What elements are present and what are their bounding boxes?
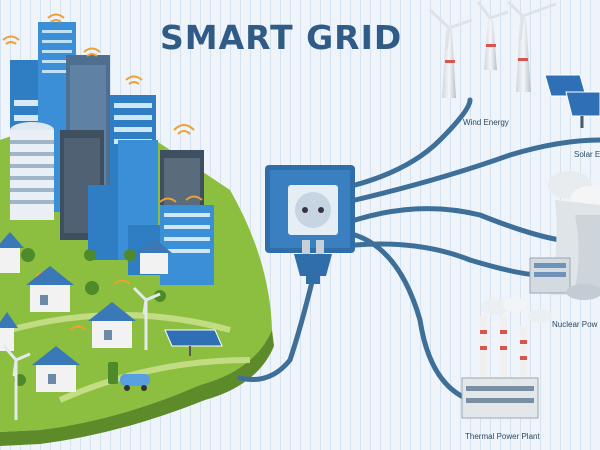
house — [32, 346, 80, 392]
power-cables — [237, 97, 600, 403]
island-solar-panels — [164, 329, 223, 356]
nuclear-power-plant — [529, 171, 600, 300]
cable-to-city — [237, 279, 315, 382]
power-socket-box — [265, 165, 355, 253]
charging-station — [108, 362, 118, 384]
plug — [294, 240, 332, 284]
island-wind-turbines — [2, 286, 161, 420]
electric-car — [120, 374, 150, 391]
house — [88, 302, 136, 348]
cable-to-nuclear — [352, 206, 563, 243]
island-edge — [0, 330, 274, 446]
cable-to-nuclear-2 — [352, 241, 543, 278]
cable-to-wind — [352, 97, 473, 188]
nuclear-power-label: Nuclear Pow — [552, 320, 598, 329]
house — [26, 266, 74, 312]
solar-panel-array — [544, 74, 600, 128]
house — [136, 238, 172, 274]
page-title: SMART GRID — [160, 18, 403, 57]
city-buildings — [10, 22, 214, 285]
round-tower — [10, 130, 54, 220]
thermal-power-plant — [461, 298, 552, 419]
houses — [0, 232, 172, 392]
thermal-power-plant-label: Thermal Power Plant — [465, 432, 540, 441]
wind-turbines — [428, 0, 557, 98]
wind-energy-label: Wind Energy — [463, 118, 509, 127]
trees — [14, 248, 166, 386]
solar-energy-label: Solar E — [574, 150, 600, 159]
cable-to-thermal — [352, 232, 473, 403]
house — [0, 312, 18, 351]
house — [0, 232, 24, 273]
front-tower — [160, 205, 214, 285]
cable-to-solar — [352, 137, 600, 203]
